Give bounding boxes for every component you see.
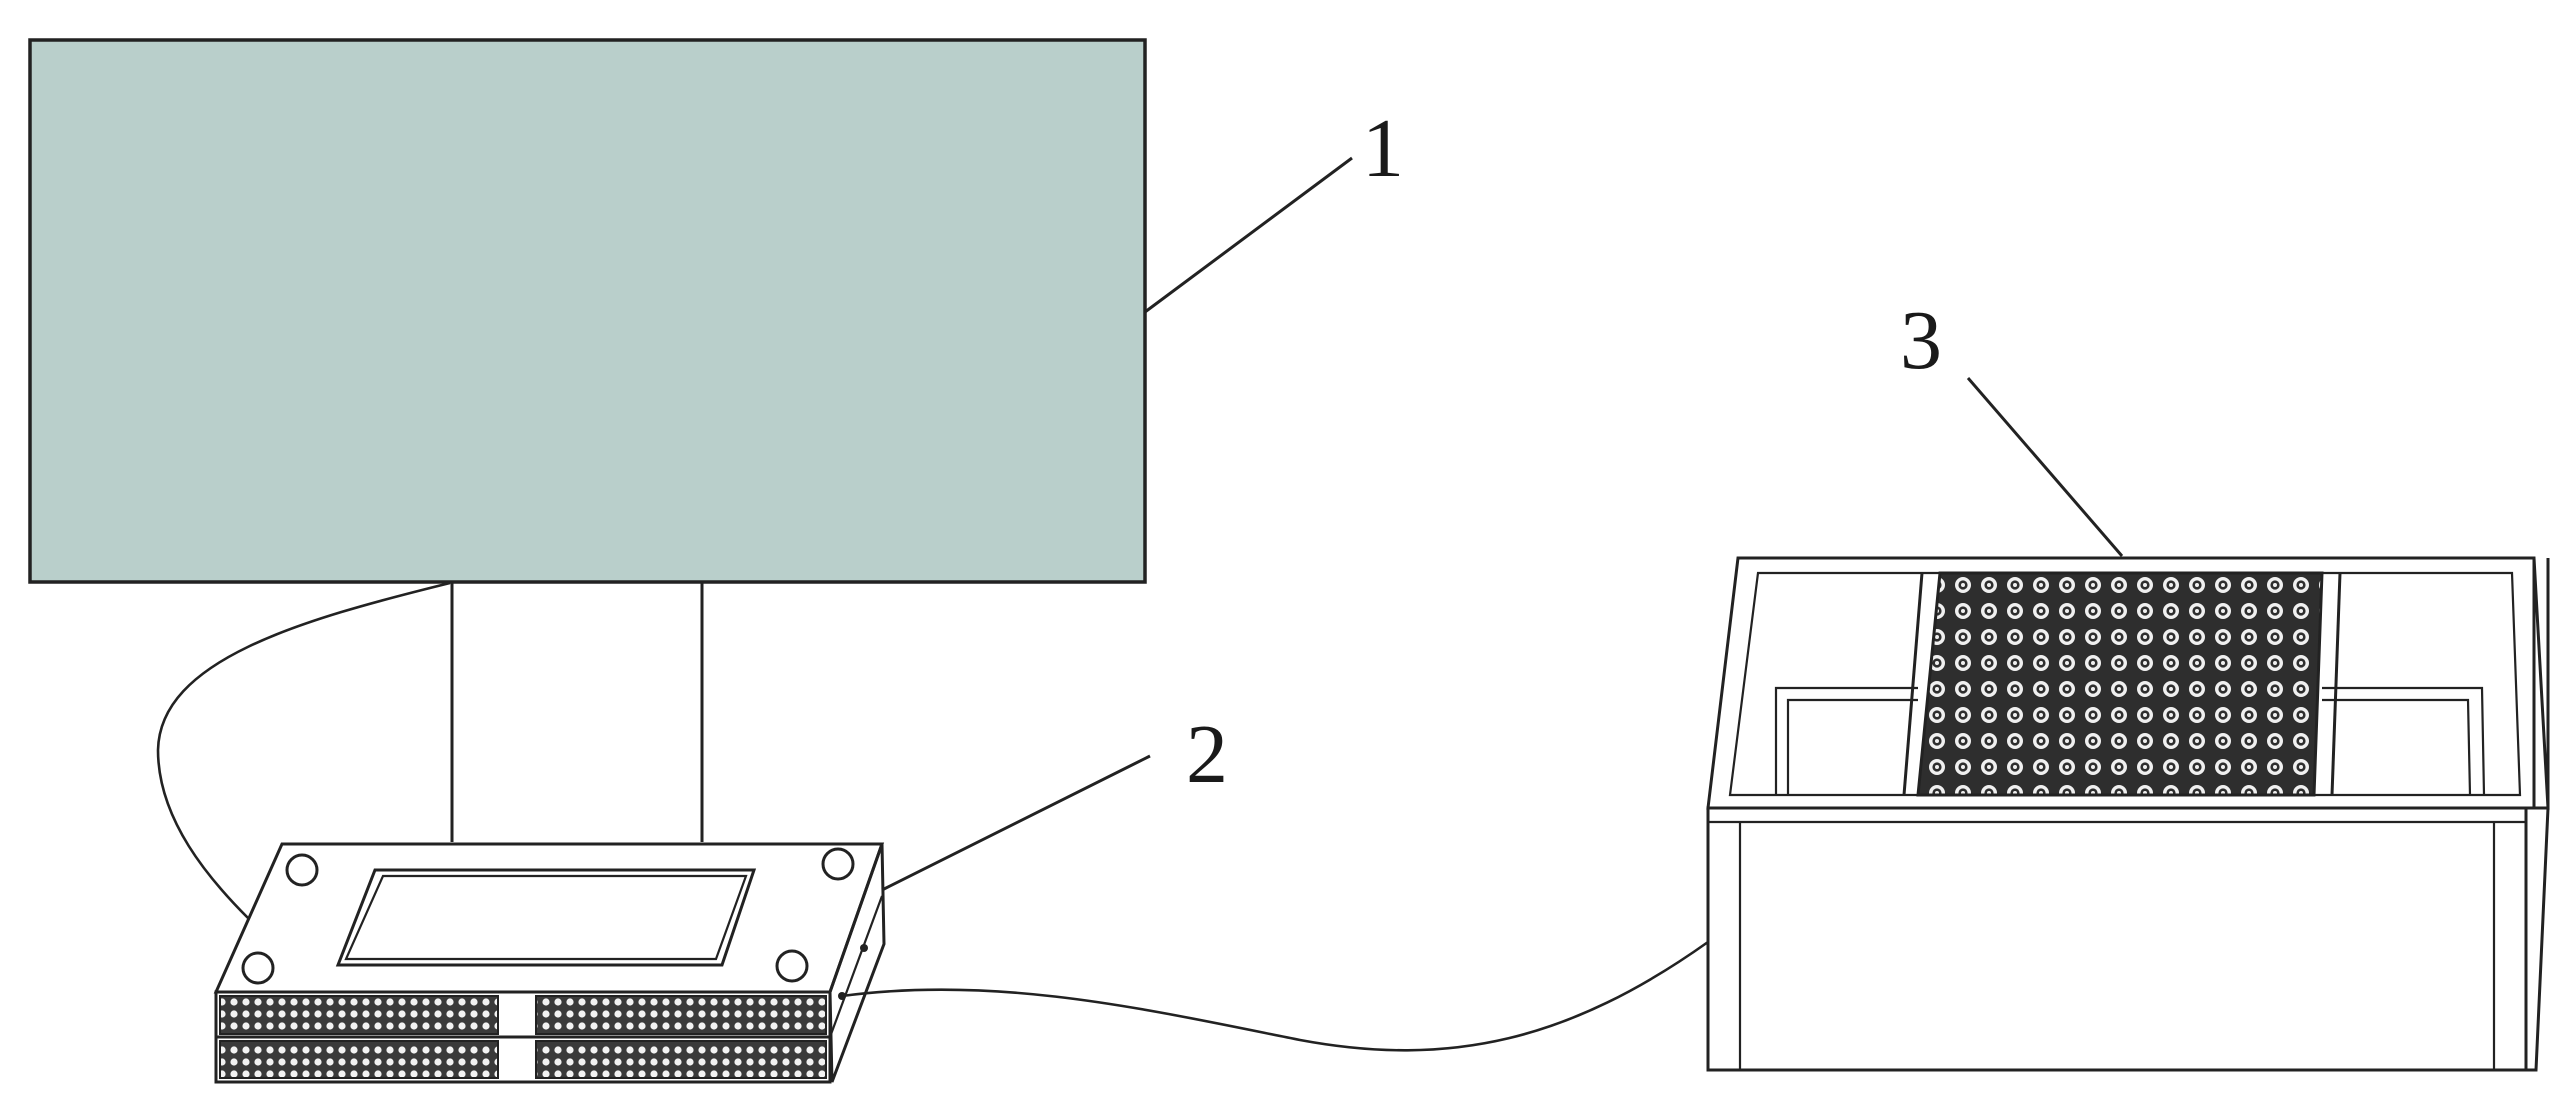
leader-line-3: [1966, 377, 2124, 557]
display-screen-icon: [28, 38, 1147, 584]
mount-hole-icon: [285, 853, 319, 887]
vent-grille: [535, 1040, 827, 1079]
control-unit-screen: [335, 868, 757, 967]
connection-cable: [841, 940, 1709, 1052]
vent-grille: [535, 995, 827, 1035]
callout-label-2: 2: [1186, 708, 1228, 801]
display-screen: [28, 38, 1147, 842]
callout-label-1: 1: [1362, 102, 1404, 195]
mount-hole-icon: [241, 951, 275, 985]
control-unit-box-icon: [213, 842, 886, 1084]
mount-hole-icon: [775, 949, 809, 983]
open-container-icon: [1706, 556, 2550, 1072]
control-unit: [213, 842, 886, 1084]
callout-label-3: 3: [1900, 294, 1942, 387]
display-cable: [156, 581, 451, 919]
leader-line-2: [881, 754, 1151, 892]
mesh-panel: [1916, 571, 2324, 797]
port-icon: [860, 944, 868, 952]
open-container: [1706, 556, 2550, 1072]
leader-line-1: [1144, 156, 1353, 314]
vent-grille: [219, 1040, 499, 1079]
mount-hole-icon: [821, 847, 855, 881]
vent-grille: [219, 995, 499, 1035]
